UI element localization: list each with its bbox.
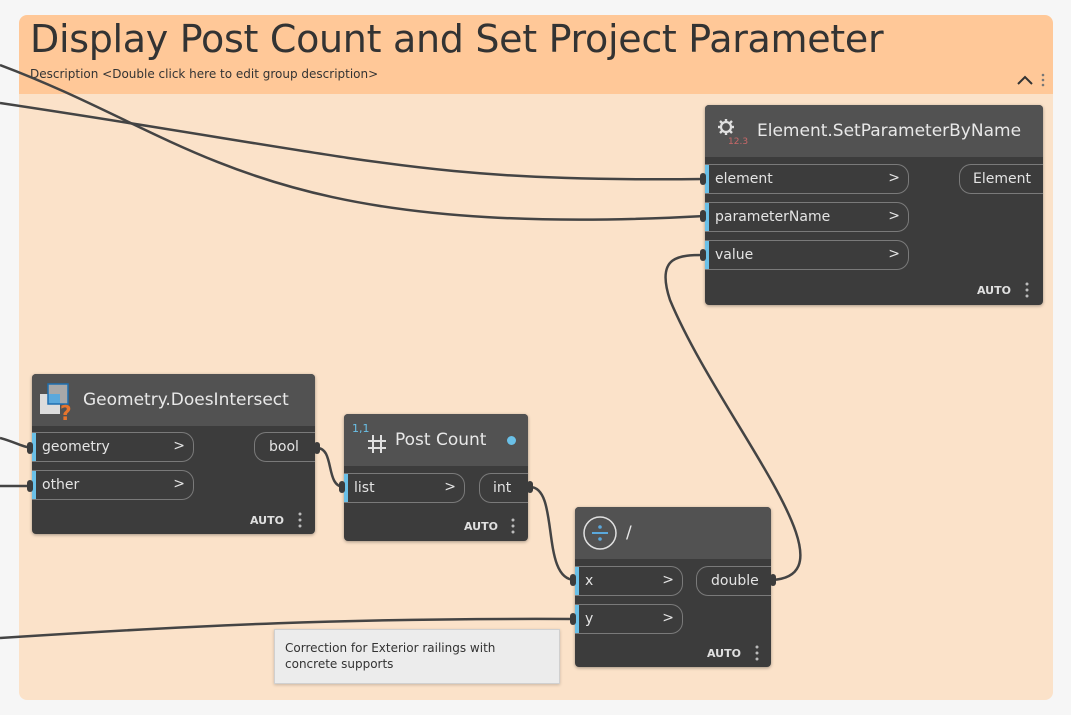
input-port-geometry[interactable]: geometry >: [32, 432, 194, 462]
port-chevron-icon: >: [173, 438, 185, 454]
port-connector: [314, 442, 320, 454]
port-label: other: [42, 477, 80, 493]
output-port-bool[interactable]: bool: [254, 432, 315, 462]
lacing-label[interactable]: AUTO: [977, 284, 1011, 297]
port-connector: [570, 574, 576, 586]
port-connector: [700, 210, 706, 222]
port-connector: [27, 442, 33, 454]
port-connector: [700, 173, 706, 185]
port-bar: [705, 203, 709, 231]
divide-icon: [583, 516, 617, 550]
port-chevron-icon: >: [888, 170, 900, 186]
preview-dot-icon[interactable]: [507, 436, 516, 445]
wire-into-y[interactable]: [0, 617, 576, 640]
port-connector: [770, 574, 776, 586]
node-header[interactable]: [705, 105, 1043, 157]
port-tooltip: Correction for Exterior railings with co…: [274, 629, 560, 684]
port-bar: [32, 471, 36, 499]
input-port-element[interactable]: element >: [705, 164, 909, 194]
tooltip-text: Correction for Exterior railings with co…: [285, 641, 496, 671]
port-connector: [700, 249, 706, 261]
watch-badge: 1,1: [352, 422, 370, 435]
input-port-y[interactable]: y >: [575, 604, 683, 634]
port-label: x: [585, 573, 594, 589]
gear-param-icon: 12.3: [718, 119, 748, 146]
port-bar: [575, 567, 579, 595]
port-label: element: [715, 171, 773, 187]
node-header[interactable]: [32, 374, 315, 426]
input-port-other[interactable]: other >: [32, 470, 194, 500]
port-label: Element: [973, 171, 1031, 187]
group-header[interactable]: Display Post Count and Set Project Param…: [19, 15, 1053, 94]
port-connector: [527, 481, 533, 493]
wire-to-parametername[interactable]: [0, 63, 706, 221]
node-menu-icon[interactable]: [755, 645, 759, 661]
group-description[interactable]: Description <Double click here to edit g…: [30, 67, 379, 81]
output-port-element[interactable]: Element: [959, 164, 1043, 194]
does-intersect-node[interactable]: ? Geometry.DoesIntersect geometry > othe…: [32, 374, 315, 534]
port-label: parameterName: [715, 209, 831, 225]
port-chevron-icon: >: [662, 572, 674, 588]
port-bar: [32, 433, 36, 461]
node-menu-icon[interactable]: [1025, 282, 1029, 298]
geometry-intersect-icon: ?: [40, 383, 72, 422]
group-grip-icon[interactable]: [1040, 73, 1046, 89]
node-menu-icon[interactable]: [511, 518, 515, 534]
port-chevron-icon: >: [662, 610, 674, 626]
node-title[interactable]: Geometry.DoesIntersect: [83, 390, 289, 410]
output-port-int[interactable]: int: [479, 473, 528, 503]
port-chevron-icon: >: [173, 476, 185, 492]
divide-node[interactable]: / x > y > double AUTO: [575, 507, 771, 667]
port-connector: [570, 613, 576, 625]
input-port-value[interactable]: value >: [705, 240, 909, 270]
port-label: y: [585, 611, 594, 627]
wire-int-to-x[interactable]: [529, 485, 576, 582]
post-count-node[interactable]: 1,1 Post Count list > int AUTO: [344, 414, 528, 541]
port-label: value: [715, 247, 754, 263]
hash-icon: [368, 435, 386, 453]
wire-double-to-value[interactable]: [664, 253, 802, 582]
port-chevron-icon: >: [888, 246, 900, 262]
svg-text:?: ?: [60, 401, 72, 422]
port-label: list: [354, 480, 375, 496]
param-icon-text: 12.3: [728, 137, 748, 146]
lacing-label[interactable]: AUTO: [707, 647, 741, 660]
port-connector: [27, 480, 33, 492]
lacing-label[interactable]: AUTO: [464, 520, 498, 533]
port-bar: [575, 605, 579, 633]
port-label: geometry: [42, 439, 110, 455]
node-menu-icon[interactable]: [298, 512, 302, 528]
input-port-parametername[interactable]: parameterName >: [705, 202, 909, 232]
wire-to-element[interactable]: [0, 101, 706, 181]
port-bar: [705, 165, 709, 193]
group-title[interactable]: Display Post Count and Set Project Param…: [30, 17, 884, 61]
node-title[interactable]: /: [626, 523, 632, 543]
port-bar: [705, 241, 709, 269]
lacing-label[interactable]: AUTO: [250, 514, 284, 527]
port-label: int: [493, 480, 512, 496]
port-bar: [344, 474, 348, 502]
output-port-double[interactable]: double: [696, 566, 771, 596]
input-port-x[interactable]: x >: [575, 566, 683, 596]
port-connector: [339, 481, 345, 493]
port-chevron-icon: >: [888, 208, 900, 224]
node-title[interactable]: Element.SetParameterByName: [757, 121, 1022, 141]
port-label: double: [711, 573, 759, 589]
port-label: bool: [269, 439, 299, 455]
set-parameter-node[interactable]: 12.3 Element.SetParameterByName element …: [705, 105, 1043, 305]
port-chevron-icon: >: [444, 479, 456, 495]
node-title[interactable]: Post Count: [395, 430, 487, 450]
input-port-list[interactable]: list >: [344, 473, 465, 503]
collapse-chevron-icon[interactable]: [1016, 73, 1034, 87]
